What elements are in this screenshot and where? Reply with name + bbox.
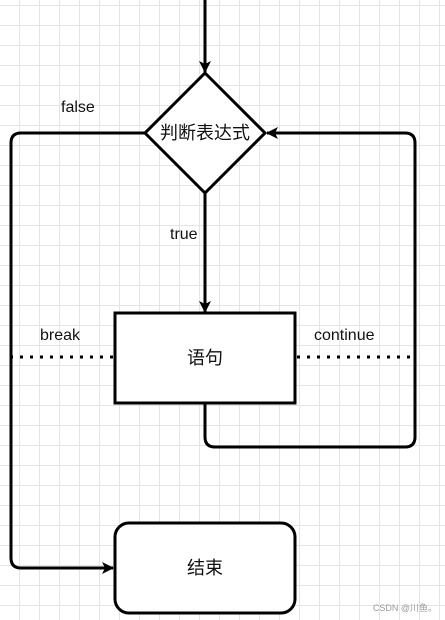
true-label: true — [170, 226, 198, 243]
end-label: 结束 — [187, 558, 223, 578]
statement-box — [113, 311, 297, 405]
statement-label: 语句 — [187, 348, 223, 368]
false-label: false — [61, 99, 95, 116]
decision-label: 判断表达式 — [160, 123, 250, 143]
watermark: CSDN @川鱼。 — [372, 603, 437, 613]
break-label: break — [40, 327, 81, 344]
continue-label: continue — [314, 327, 375, 344]
false-arrow — [9, 131, 145, 574]
end-box — [113, 521, 297, 615]
loop-back-arrow — [203, 127, 417, 449]
